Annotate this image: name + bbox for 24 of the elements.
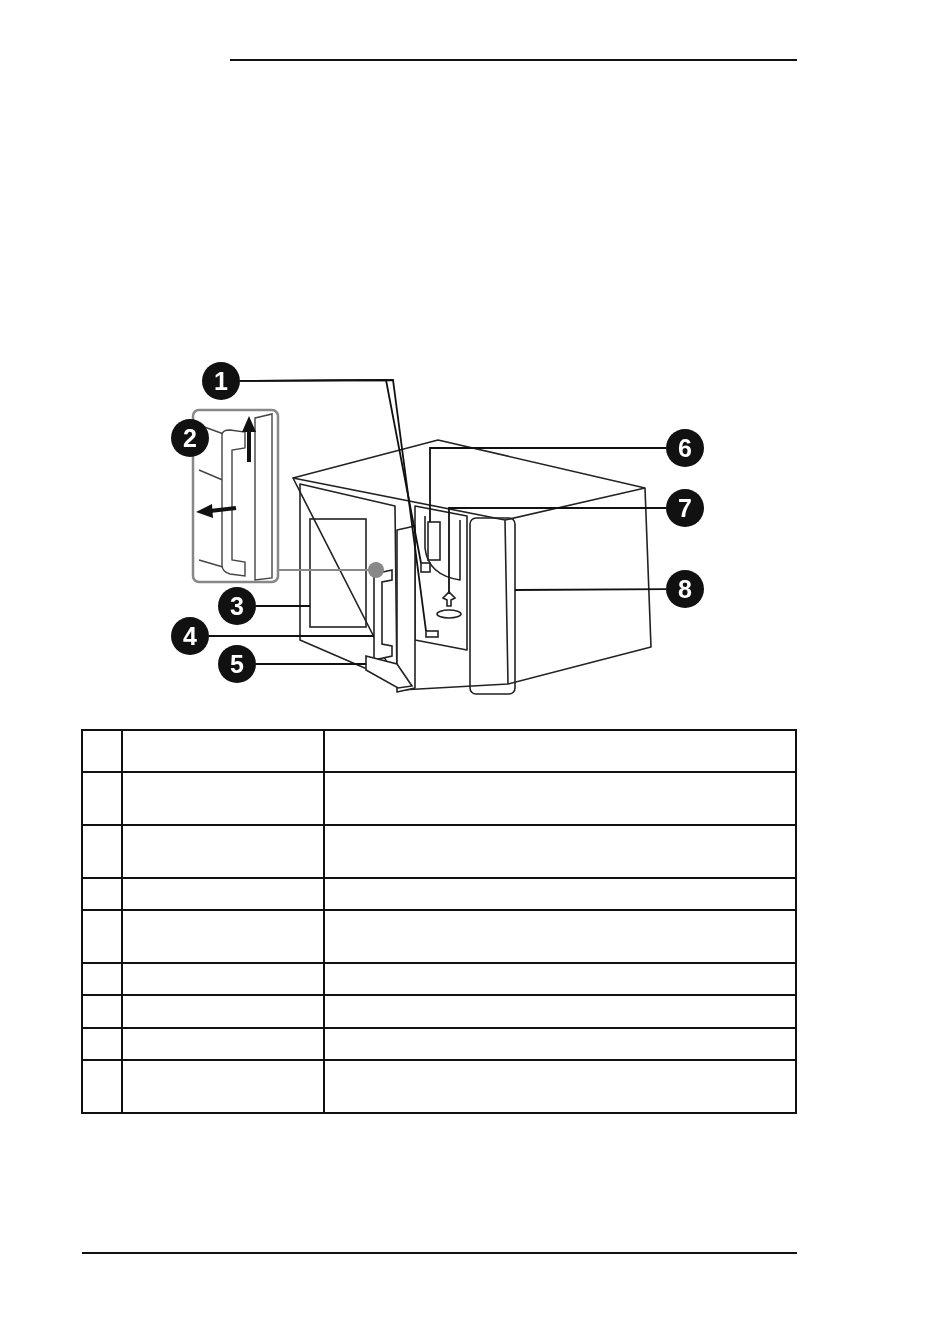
callout-number: 4 xyxy=(171,617,209,655)
leader-line xyxy=(448,507,667,593)
turntable-shaft xyxy=(436,591,462,619)
door-handle xyxy=(373,569,393,661)
callout-number: 5 xyxy=(218,645,256,683)
leader-line xyxy=(255,605,311,607)
latch-dot xyxy=(368,562,384,578)
leader-line xyxy=(255,663,367,665)
control-panel xyxy=(469,517,516,695)
oven-cavity-wall xyxy=(427,521,441,561)
callout-number: 6 xyxy=(666,429,704,467)
door-latch-hole xyxy=(420,562,431,573)
door-latch-hole xyxy=(425,630,439,638)
leader-line xyxy=(514,588,667,591)
door-window xyxy=(309,518,367,628)
callout-number: 2 xyxy=(171,419,209,457)
leader-line xyxy=(239,379,427,632)
callout-number: 8 xyxy=(666,570,704,608)
leader-line xyxy=(277,569,369,571)
leader-line xyxy=(429,447,667,523)
callout-number: 3 xyxy=(218,587,256,625)
callout-number: 1 xyxy=(202,362,240,400)
leader-line xyxy=(208,635,375,637)
callout-number: 7 xyxy=(666,489,704,527)
